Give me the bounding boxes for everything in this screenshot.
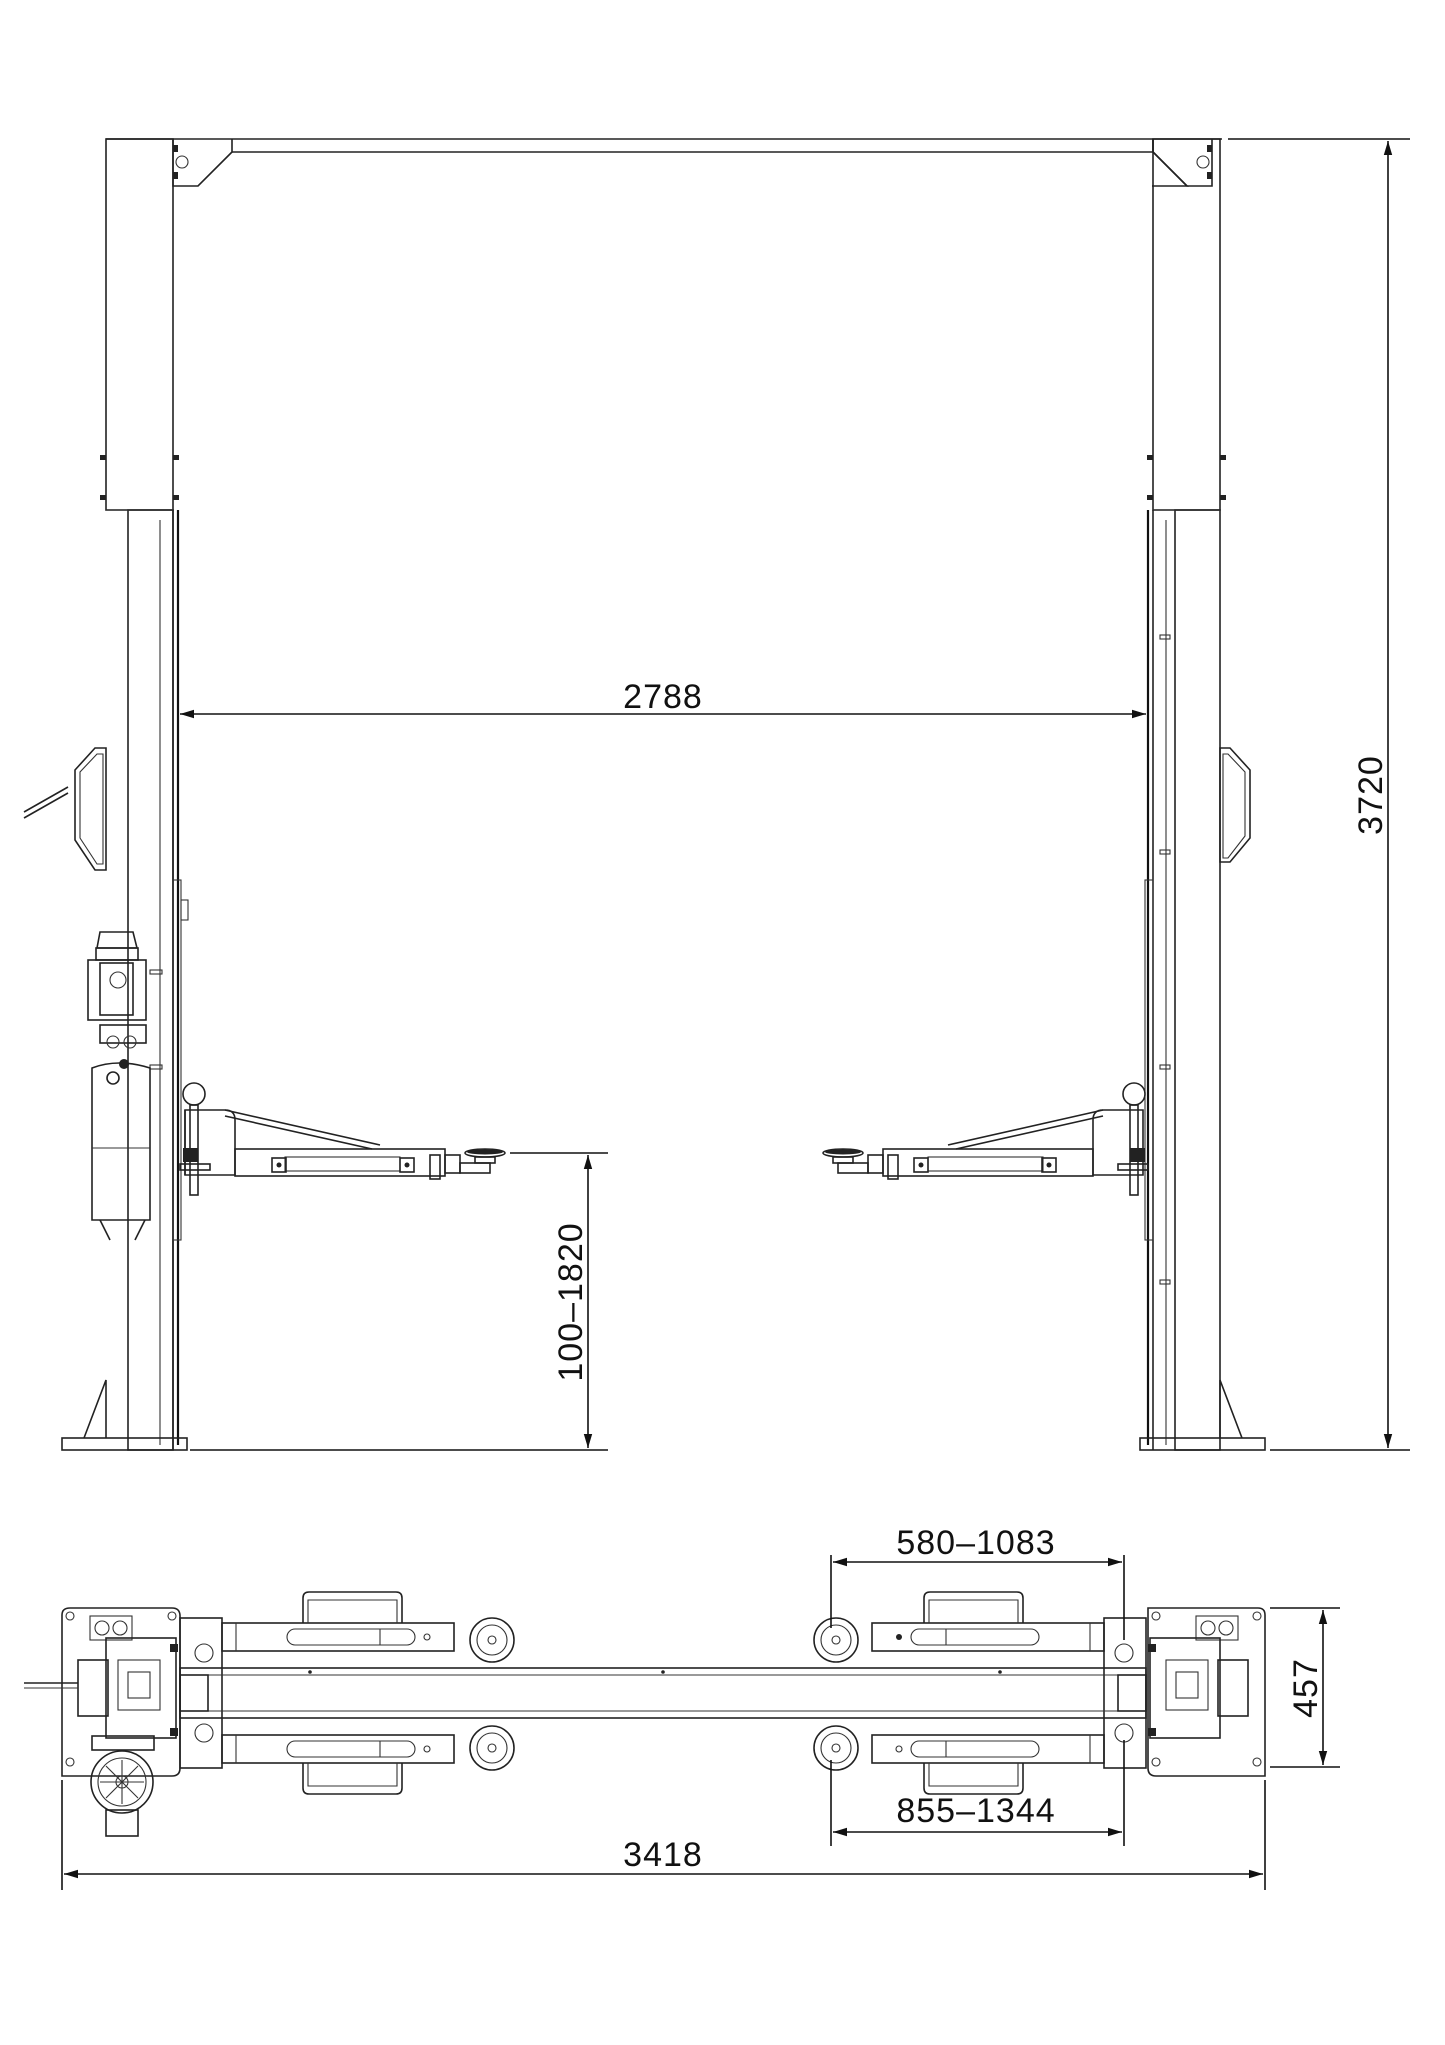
dimension-overall-height: 3720 bbox=[1228, 138, 1410, 1451]
left-column-head bbox=[105, 1637, 177, 1739]
left-carriage bbox=[179, 1617, 223, 1769]
dimension-short-arm-reach: 580–1083 bbox=[830, 1524, 1125, 1640]
dimension-inner-width: 2788 bbox=[180, 678, 1146, 719]
dimension-label-long-arm-reach: 855–1344 bbox=[896, 1792, 1055, 1830]
dimension-label-overall-width: 3418 bbox=[623, 1836, 703, 1874]
power-unit bbox=[87, 931, 163, 1241]
left-column bbox=[23, 138, 189, 1451]
right-lift-arm bbox=[822, 1082, 1149, 1196]
dimension-label-short-arm-reach: 580–1083 bbox=[896, 1524, 1055, 1562]
plan-right-arm-bottom bbox=[813, 1725, 1105, 1795]
right-base-plate bbox=[1147, 1607, 1266, 1777]
dimension-label-overall-height: 3720 bbox=[1352, 755, 1390, 835]
dimension-label-inner-width: 2788 bbox=[623, 678, 703, 716]
right-column-head bbox=[1149, 1637, 1221, 1739]
dimension-label-lifting-height: 100–1820 bbox=[552, 1222, 590, 1381]
front-elevation-view: 2788 3720 100–1820 bbox=[23, 138, 1410, 1451]
dimension-label-base-depth: 457 bbox=[1287, 1658, 1325, 1718]
dimension-overall-width: 3418 bbox=[61, 1780, 1266, 1890]
top-crossbeam bbox=[106, 138, 1222, 187]
plan-view: 580–1083 855–1344 457 3418 bbox=[24, 1524, 1340, 1890]
plan-left-arm-bottom bbox=[221, 1725, 515, 1795]
plan-motor bbox=[90, 1735, 155, 1837]
right-column bbox=[1139, 138, 1266, 1451]
right-carriage bbox=[1103, 1617, 1147, 1769]
left-base-plate bbox=[61, 1607, 181, 1777]
dimension-lifting-height: 100–1820 bbox=[190, 1152, 608, 1451]
plan-right-arm-top bbox=[813, 1591, 1105, 1663]
plan-left-arm-top bbox=[221, 1591, 515, 1663]
dimension-base-depth: 457 bbox=[1270, 1607, 1340, 1768]
left-lift-arm bbox=[179, 1082, 506, 1196]
dimension-long-arm-reach: 855–1344 bbox=[830, 1740, 1125, 1846]
